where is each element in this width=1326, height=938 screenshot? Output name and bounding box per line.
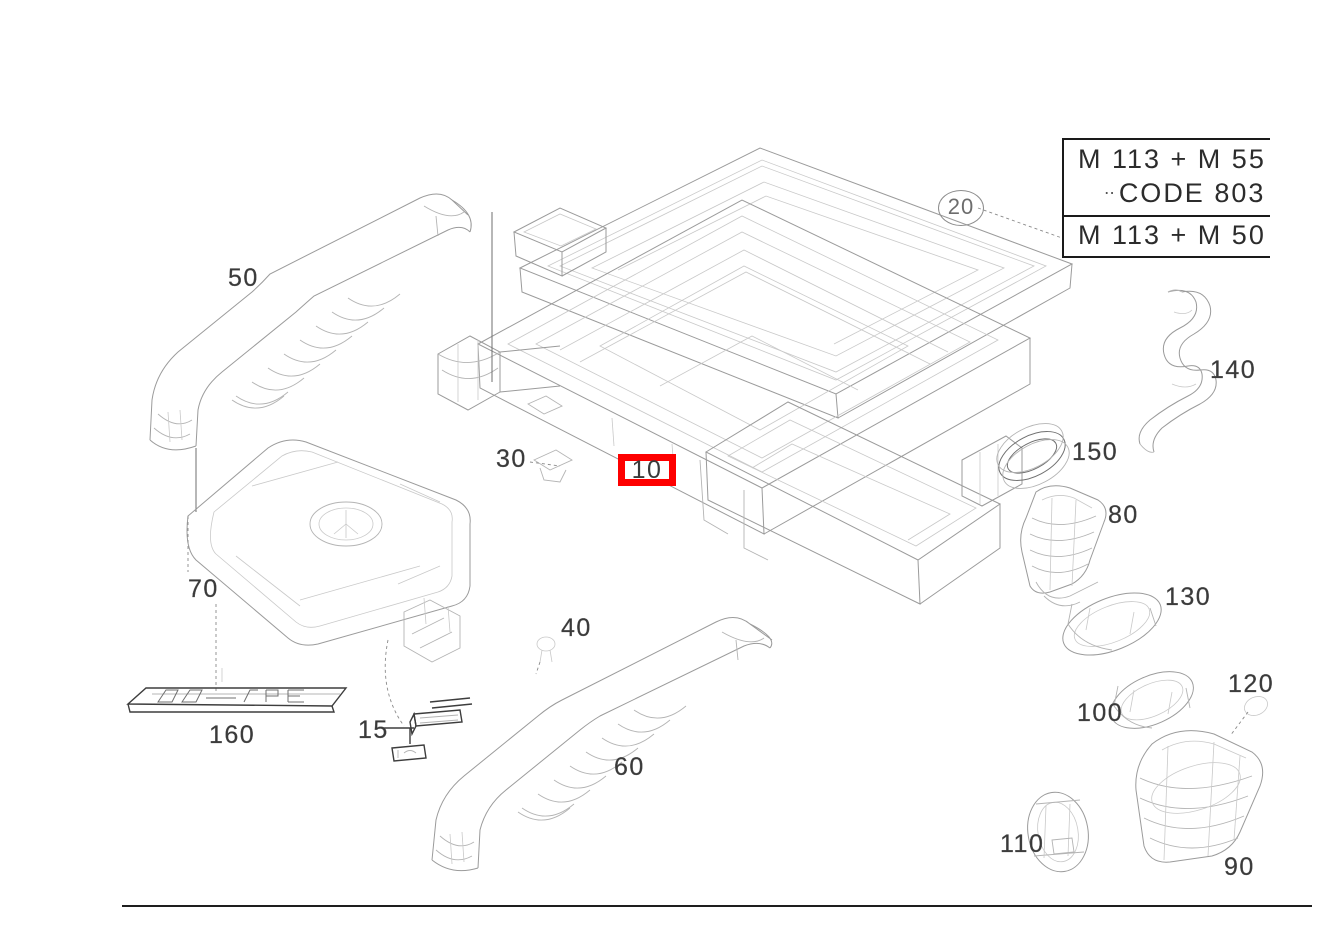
footer-divider [122,905,1312,907]
part-150-o-ring-seal [996,423,1070,489]
part-60-right-intake-duct [431,617,773,872]
part-110-clamp-ring [1027,791,1089,873]
part-40-fastener [535,636,556,675]
callout-label-90[interactable]: 90 [1224,853,1255,881]
part-160-amg-badge [126,668,348,713]
callout-label-130[interactable]: 130 [1165,583,1212,611]
callout-label-150[interactable]: 150 [1072,438,1119,466]
part-20-housing-cover [512,147,1074,419]
highlighted-part-10[interactable]: 10 [618,454,676,486]
leader-30 [529,461,561,467]
legend-code-text: CODE 803 [1118,178,1266,208]
legend-top-section: M 113 + M 55 ⋅⋅CODE 803 [1064,140,1270,217]
part-100-sleeve-ring [1110,671,1194,729]
legend-line-2: ⋅⋅CODE 803 [1104,180,1265,207]
callout-label-50[interactable]: 50 [228,264,259,292]
balloon-callout-20[interactable]: 20 [938,190,984,226]
highlighted-part-number: 10 [631,455,663,484]
legend-bottom-section: M 113 + M 50 [1064,217,1270,258]
part-15-sealing-strip [382,639,473,762]
callout-label-40[interactable]: 40 [561,614,592,642]
part-140-curved-hose-bracket [1138,289,1217,453]
legend-line-1: M 113 + M 55 [1078,144,1266,174]
callout-label-30[interactable]: 30 [496,445,527,473]
callout-label-60[interactable]: 60 [614,753,645,781]
part-130-coupler-ring [1062,592,1162,656]
part-70-engine-cover [186,439,471,692]
legend-box: M 113 + M 55 ⋅⋅CODE 803 M 113 + M 50 [1062,138,1270,258]
part-50-left-intake-duct [149,193,472,451]
part-10-housing-body [195,199,1032,605]
callout-label-70[interactable]: 70 [188,575,219,603]
callout-label-110[interactable]: 110 [1000,830,1045,858]
part-120-spacer-ring [1229,696,1268,737]
callout-label-160[interactable]: 160 [209,721,256,749]
part-90-ribbed-connector [1135,730,1264,863]
callout-label-80[interactable]: 80 [1108,501,1139,529]
leader-20 [977,207,1063,239]
callout-label-140[interactable]: 140 [1210,356,1257,384]
part-80-resonator-tube [1020,485,1107,607]
callout-label-120[interactable]: 120 [1228,670,1275,698]
legend-prefix-icon: ⋅⋅ [1104,184,1115,203]
callout-label-100[interactable]: 100 [1077,699,1124,727]
callout-label-15[interactable]: 15 [358,716,389,744]
legend-line-3: M 113 + M 50 [1078,220,1266,250]
